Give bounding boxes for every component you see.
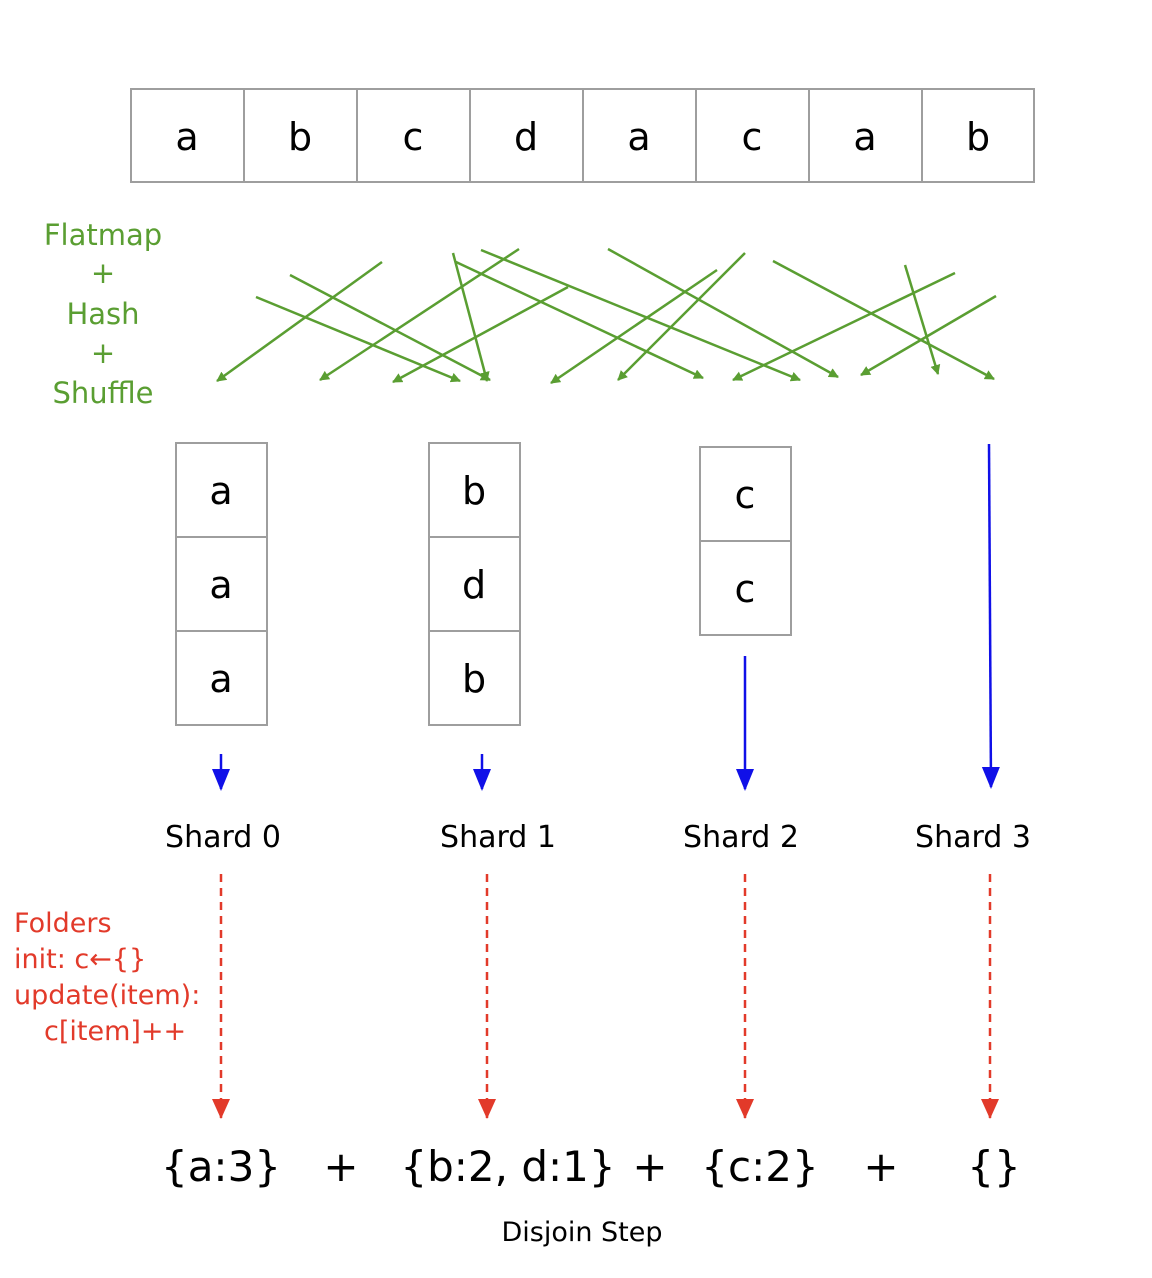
shard-result: {a:3} [161,1142,281,1191]
shuffle-arrow [255,295,461,383]
stage-label-line: Shuffle [52,376,153,410]
shuffle-arrow [550,268,718,385]
shuffle-arrow [860,294,997,377]
shuffle-arrow [480,248,801,382]
shard-label: Shard 1 [440,820,556,855]
shard-flow-arrows [212,443,1000,791]
shard-item: a [209,469,232,513]
shard-item: b [462,657,486,701]
shuffle-arrow [903,264,941,375]
input-cell-label: b [966,115,990,159]
input-cell-label: d [514,115,538,159]
input-cell: a [130,88,245,183]
results-row: {a:3} + {b:2, d:1} + {c:2} + {} [161,1142,1021,1191]
shuffle-stage-label: Flatmap + Hash + Shuffle [44,218,162,410]
folder-note: Folders init: c←{} update(item): c[item]… [14,908,200,1047]
shard-labels: Shard 0 Shard 1 Shard 2 Shard 3 [165,820,1031,855]
stage-label-line: + [91,256,115,290]
input-row: a b c d a c a b [130,88,1035,183]
shuffle-arrow [732,271,956,382]
shard-result: {b:2, d:1} [400,1142,615,1191]
shard-result: {c:2} [701,1142,818,1191]
shuffle-arrow [772,259,995,381]
stage-label-line: + [91,336,115,370]
input-cell: c [356,88,471,183]
input-cell-label: c [403,115,424,159]
shard-item: c [735,567,756,611]
input-cell: a [582,88,697,183]
fold-arrows [212,874,999,1119]
diagram-caption: Disjoin Step [501,1217,662,1248]
plus-sign: + [863,1142,898,1191]
stage-label-line: Hash [66,297,139,331]
input-cell: c [695,88,810,183]
shard-item: a [209,563,232,607]
shuffle-arrow [455,260,704,380]
input-cell-label: a [175,115,198,159]
shard-result: {} [967,1142,1020,1191]
folder-note-line: update(item): [14,980,200,1011]
folder-note-line: c[item]++ [44,1016,186,1047]
input-cell-label: c [742,115,763,159]
shard-item: b [462,469,486,513]
input-cell-label: a [853,115,876,159]
shard-item: a [209,657,232,701]
shuffle-arrow [451,252,490,382]
folder-note-line: init: c←{} [14,944,146,975]
shuffle-arrows [216,247,997,385]
input-cell: b [921,88,1035,183]
shard-column: b d b [428,442,521,726]
shuffle-arrow [607,247,839,379]
shard-label: Shard 2 [683,820,799,855]
shard-item: d [462,563,486,607]
input-cell-label: a [627,115,650,159]
shuffle-arrow [617,252,746,381]
shard-column: a a a [175,442,268,726]
stage-label-line: Flatmap [44,218,162,252]
folder-note-line: Folders [14,908,112,939]
input-cell: d [469,88,584,183]
shard-item: c [735,473,756,517]
down-arrow [981,443,1000,789]
shard-label: Shard 0 [165,820,281,855]
input-cell: a [808,88,923,183]
shuffle-arrow [319,247,520,382]
shard-label: Shard 3 [915,820,1031,855]
input-cell-label: b [288,115,312,159]
shuffle-arrow [289,273,491,382]
plus-sign: + [632,1142,667,1191]
input-cell: b [243,88,358,183]
shuffle-arrow [216,260,383,383]
shard-column: c c [699,446,792,636]
plus-sign: + [323,1142,358,1191]
